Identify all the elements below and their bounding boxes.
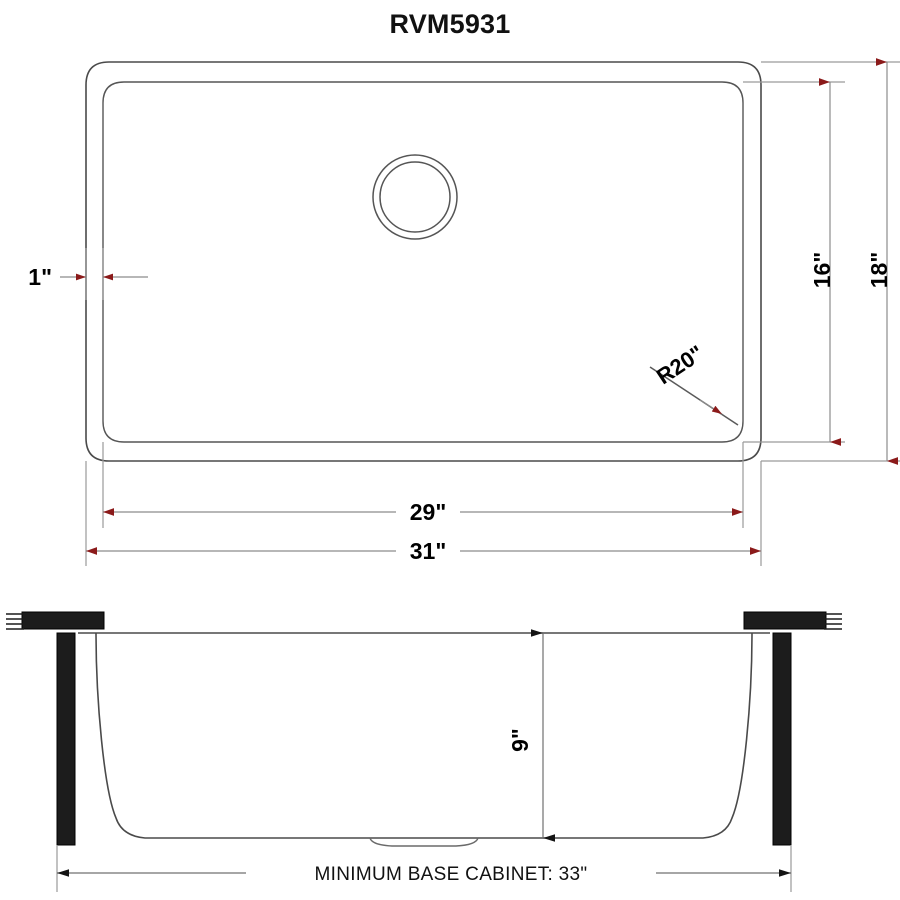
- drain-opening-outer-ring: [372, 154, 458, 240]
- section-view: 9" MINIMUM BASE CABINET: 33": [6, 611, 842, 892]
- countertop-hatch-left: [6, 613, 24, 630]
- dimension-label-bowl-depth: 9": [507, 728, 533, 752]
- outer-rim: [85, 61, 762, 462]
- countertop-slab-right: [743, 611, 827, 630]
- dimension-label-inner-depth: 16": [809, 252, 835, 289]
- leader-line-corner-radius: [649, 366, 739, 426]
- basin-drain-recess: [369, 837, 479, 847]
- countertop-slab-left: [21, 611, 105, 630]
- dim-label-mask-base-cabinet: [246, 858, 656, 888]
- note-minimum-base-cabinet: MINIMUM BASE CABINET: 33": [315, 864, 588, 885]
- top-view: 1" R20" 16" 18" 29": [28, 58, 900, 566]
- dimension-label-outer-width: 31": [410, 538, 447, 564]
- page-title: RVM5931: [390, 9, 511, 39]
- drain-opening-inner-ring: [379, 161, 451, 233]
- basin-profile: [95, 632, 753, 839]
- leader-arrow-corner-radius: [699, 399, 723, 415]
- inner-bowl: [102, 81, 744, 443]
- dim-label-mask-outer-width: [396, 535, 460, 565]
- countertop-hatch-right: [824, 613, 842, 630]
- cabinet-wall-right: [772, 632, 792, 846]
- dim-label-mask-inner-width: [396, 496, 460, 526]
- cabinet-wall-left: [56, 632, 76, 846]
- dimension-label-outer-depth: 18": [866, 252, 892, 289]
- dimension-label-rim-width: 1": [28, 264, 52, 290]
- dimension-label-corner-radius: R20": [652, 340, 708, 389]
- dimension-label-inner-width: 29": [410, 499, 447, 525]
